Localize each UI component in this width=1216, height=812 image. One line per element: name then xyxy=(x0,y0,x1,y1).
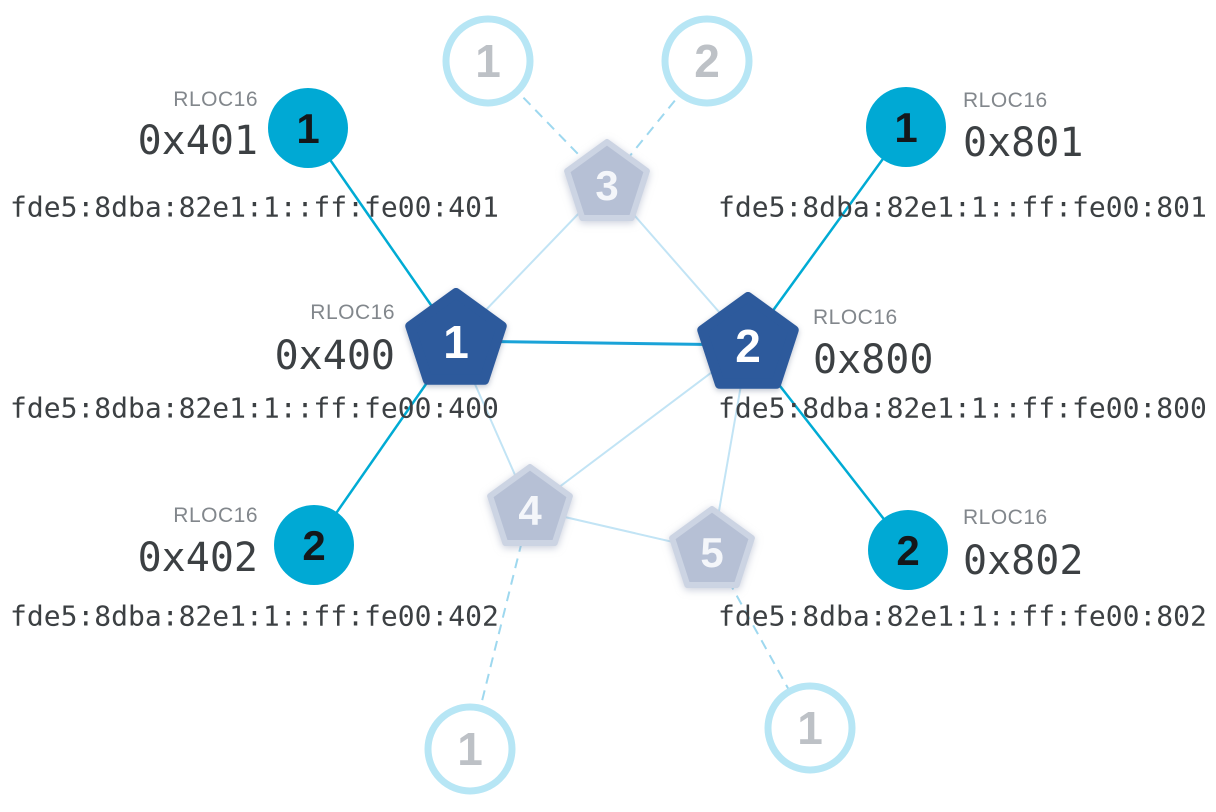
router-node-r2[interactable]: 2 xyxy=(697,292,799,389)
ipv6-address-400: fde5:8dba:82e1:1::ff:fe00:400 xyxy=(10,391,499,425)
rloc16-value-801: 0x801 xyxy=(963,120,1084,166)
ipv6-address-402: fde5:8dba:82e1:1::ff:fe00:402 xyxy=(10,599,499,633)
rloc16-value-800: 0x800 xyxy=(813,337,934,383)
rloc16-caption-401: RLOC16 xyxy=(173,88,258,111)
node-number: 1 xyxy=(797,702,823,754)
ghost-child-node-g1[interactable]: 1 xyxy=(442,15,534,107)
rloc16-caption-800: RLOC16 xyxy=(813,306,898,329)
rloc16-caption-802: RLOC16 xyxy=(963,506,1048,529)
ghost-child-node-g3[interactable]: 1 xyxy=(424,703,516,795)
ipv6-address-800: fde5:8dba:82e1:1::ff:fe00:800 xyxy=(718,391,1207,425)
link-r1-r2 xyxy=(455,339,749,347)
ghost-child-node-g4[interactable]: 1 xyxy=(764,682,856,774)
rloc16-caption-400: RLOC16 xyxy=(310,301,395,324)
rloc16-value-400: 0x400 xyxy=(274,333,395,379)
rloc16-caption-801: RLOC16 xyxy=(963,89,1048,112)
rloc16-value-802: 0x802 xyxy=(963,538,1084,584)
node-number: 2 xyxy=(735,320,761,372)
faded-router-node-fr5[interactable]: 5 xyxy=(669,506,755,588)
node-number: 2 xyxy=(302,522,325,569)
child-node-c402[interactable]: 2 xyxy=(274,505,354,585)
child-node-c401[interactable]: 1 xyxy=(268,88,348,168)
rloc16-value-402: 0x402 xyxy=(137,535,258,581)
rloc16-caption-402: RLOC16 xyxy=(173,504,258,527)
router-node-r1[interactable]: 1 xyxy=(405,288,507,385)
node-number: 1 xyxy=(475,35,501,87)
node-number: 2 xyxy=(694,35,720,87)
node-number: 3 xyxy=(595,162,618,209)
faded-router-node-fr3[interactable]: 3 xyxy=(564,139,650,221)
node-number: 1 xyxy=(443,316,469,368)
node-number: 2 xyxy=(896,527,919,574)
child-node-c802[interactable]: 2 xyxy=(868,510,948,590)
node-number: 5 xyxy=(700,529,723,576)
ipv6-address-401: fde5:8dba:82e1:1::ff:fe00:401 xyxy=(10,190,499,224)
node-number: 1 xyxy=(296,105,319,152)
child-node-c801[interactable]: 1 xyxy=(866,87,946,167)
ghost-child-node-g2[interactable]: 2 xyxy=(661,15,753,107)
node-number: 4 xyxy=(518,487,542,534)
node-number: 1 xyxy=(457,723,483,775)
link-c801-r2 xyxy=(746,126,908,346)
faded-router-node-fr4[interactable]: 4 xyxy=(487,464,573,546)
node-number: 1 xyxy=(894,104,917,151)
ipv6-address-801: fde5:8dba:82e1:1::ff:fe00:801 xyxy=(718,190,1207,224)
ipv6-address-802: fde5:8dba:82e1:1::ff:fe00:802 xyxy=(718,599,1207,633)
rloc16-value-401: 0x401 xyxy=(137,118,258,164)
